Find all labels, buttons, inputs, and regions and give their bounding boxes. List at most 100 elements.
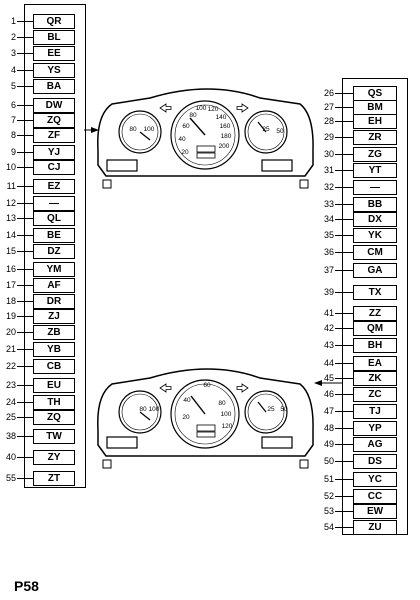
left-panel-number: 14 bbox=[5, 230, 16, 240]
left-panel-row: 5 BA bbox=[11, 78, 85, 94]
right-panel-number: 39 bbox=[323, 287, 334, 297]
right-panel-code: TX bbox=[353, 285, 397, 300]
left-panel-number: 21 bbox=[5, 344, 16, 354]
right-panel-leader-line bbox=[335, 345, 353, 346]
left-panel-row: 8 ZF bbox=[11, 127, 85, 143]
right-panel-leader-line bbox=[335, 428, 353, 429]
left-panel-number: 8 bbox=[10, 130, 16, 140]
left-panel-leader-line bbox=[17, 37, 33, 38]
left-panel-leader-line bbox=[17, 203, 33, 204]
left-panel-leader-line bbox=[17, 332, 33, 333]
left-panel-leader-line bbox=[17, 152, 33, 153]
right-panel-leader-line bbox=[335, 444, 353, 445]
left-turn-arrow-icon bbox=[159, 103, 172, 113]
right-panel-leader-line bbox=[335, 313, 353, 314]
left-panel-row: 12— bbox=[6, 195, 85, 211]
speedometer-scale-label: 40 bbox=[178, 136, 186, 143]
left-panel-row: 17 AF bbox=[6, 277, 85, 293]
left-panel-code: EE bbox=[33, 46, 75, 61]
left-panel-leader-line bbox=[17, 53, 33, 54]
right-panel-code: EW bbox=[353, 504, 397, 519]
right-turn-arrow-icon bbox=[236, 383, 249, 393]
left-panel-leader-line bbox=[17, 21, 33, 22]
left-panel-number: 38 bbox=[5, 431, 16, 441]
left-panel-code: CJ bbox=[33, 160, 75, 175]
left-panel-code: BE bbox=[33, 228, 75, 243]
gauge-scale-label: 80 bbox=[129, 126, 137, 133]
left-panel-code: DW bbox=[33, 98, 75, 113]
right-panel-code: YC bbox=[353, 472, 397, 487]
speedometer-scale-label: 100 bbox=[221, 411, 232, 418]
left-panel-code: AF bbox=[33, 278, 75, 293]
left-panel-number: 13 bbox=[5, 213, 16, 223]
left-panel-leader-line bbox=[17, 478, 33, 479]
right-panel-code: QM bbox=[353, 321, 397, 336]
left-panel-leader-line bbox=[17, 366, 33, 367]
right-panel-code: ZR bbox=[353, 130, 397, 145]
left-panel-number: 25 bbox=[5, 412, 16, 422]
right-panel-number: 27 bbox=[323, 102, 334, 112]
left-panel-leader-line bbox=[17, 402, 33, 403]
right-panel-leader-line bbox=[335, 252, 353, 253]
right-panel-code: DX bbox=[353, 212, 397, 227]
right-panel-number: 41 bbox=[323, 308, 334, 318]
right-panel-number: 43 bbox=[323, 340, 334, 350]
left-panel-leader-line bbox=[17, 316, 33, 317]
left-panel-code: ZT bbox=[33, 471, 75, 486]
left-panel-code: DZ bbox=[33, 244, 75, 259]
speedometer-scale-label: 40 bbox=[183, 397, 191, 404]
left-panel-number: 1 bbox=[10, 16, 16, 26]
speedometer-scale-label: 100 bbox=[196, 105, 207, 112]
right-panel-code: EA bbox=[353, 356, 397, 371]
gauge-scale-label: 100 bbox=[149, 406, 160, 413]
left-panel-code: BA bbox=[33, 79, 75, 94]
left-panel-number: 4 bbox=[10, 65, 16, 75]
left-panel-leader-line bbox=[17, 120, 33, 121]
right-panel-number: 35 bbox=[323, 230, 334, 240]
left-panel-code: — bbox=[33, 196, 75, 211]
gauge-scale-label: 25 bbox=[262, 126, 270, 133]
right-turn-arrow-icon bbox=[236, 103, 249, 113]
left-panel-code: ZJ bbox=[33, 309, 75, 324]
left-panel-number: 5 bbox=[10, 81, 16, 91]
right-panel-number: 34 bbox=[323, 214, 334, 224]
right-panel-number: 37 bbox=[323, 265, 334, 275]
left-panel-leader-line bbox=[17, 417, 33, 418]
left-panel-code: QR bbox=[33, 14, 75, 29]
speedometer-scale-label: 200 bbox=[219, 143, 230, 150]
speedometer-scale-label: 60 bbox=[182, 123, 190, 130]
right-panel-leader-line bbox=[335, 170, 353, 171]
gauge-scale-label: 25 bbox=[267, 406, 275, 413]
right-panel-leader-line bbox=[335, 394, 353, 395]
left-panel-number: 22 bbox=[5, 361, 16, 371]
left-panel-number: 17 bbox=[5, 280, 16, 290]
speedometer-scale-label: 60 bbox=[203, 382, 211, 389]
right-panel-leader-line bbox=[335, 107, 353, 108]
right-panel-code: DS bbox=[353, 454, 397, 469]
speedometer-scale-label: 140 bbox=[216, 114, 227, 121]
right-panel-leader-line bbox=[335, 154, 353, 155]
left-panel-code: ZF bbox=[33, 128, 75, 143]
right-panel-number: 44 bbox=[323, 358, 334, 368]
right-panel-leader-line bbox=[335, 511, 353, 512]
left-panel-number: 2 bbox=[10, 32, 16, 42]
left-panel-row: 1 QR bbox=[11, 13, 85, 29]
